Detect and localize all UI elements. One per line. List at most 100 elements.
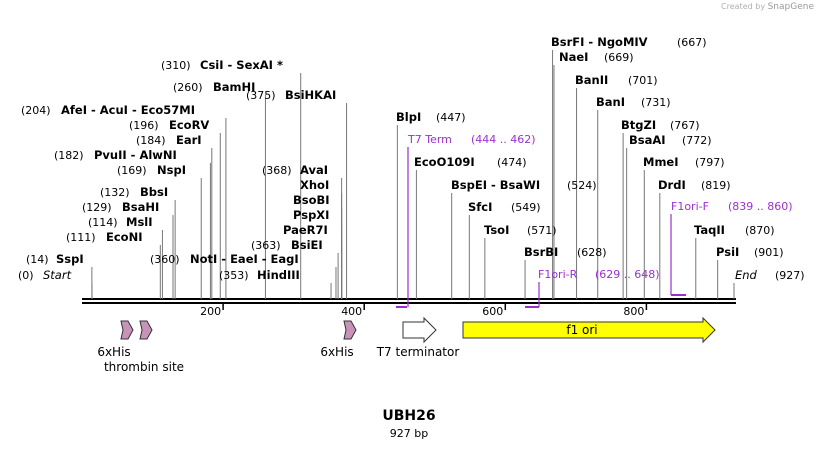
site-ecoo109i-position: (474) <box>497 156 527 169</box>
site-xhoi-name: XhoI <box>300 178 329 192</box>
primer-f1ori-r-range: (629 .. 648) <box>595 268 660 281</box>
site-sspi-position: (14) <box>26 253 49 266</box>
site-banii-name: BanII <box>575 73 608 87</box>
plasmid-name: UBH26 <box>382 408 436 424</box>
site-start-position: (0) <box>18 269 34 282</box>
scale-tick-label: 800 <box>623 305 644 318</box>
site-bsahi-name: BsaHI <box>122 200 159 214</box>
feature-6xhis-label: 6xHis <box>97 345 130 359</box>
site-bsrbi-name: BsrBI <box>524 245 558 259</box>
primers <box>396 147 686 308</box>
primer-f1ori-f-name: F1ori-F <box>671 200 709 213</box>
site-naei-name: NaeI <box>559 50 588 64</box>
site-noti-eaei-eagi-position: (360) <box>150 253 180 266</box>
primer-t7-term-name: T7 Term <box>407 133 452 146</box>
site-msli-name: MslI <box>126 215 153 229</box>
site-bsahi-position: (129) <box>82 201 112 214</box>
site-bsobi-name: BsoBI <box>293 193 330 207</box>
site-bani-position: (731) <box>641 96 671 109</box>
feature-t7-terminator-arrow <box>402 316 437 344</box>
site-eari-name: EarI <box>176 133 202 147</box>
site-nspi-position: (169) <box>117 164 147 177</box>
site-mmei-name: MmeI <box>643 155 679 169</box>
site-msli-position: (114) <box>88 216 118 229</box>
site-psii-position: (901) <box>754 246 784 259</box>
primer-f1ori-f-range: (839 .. 860) <box>728 200 793 213</box>
primer-t7-term-range: (444 .. 462) <box>471 133 536 146</box>
site-end-position: (927) <box>775 269 805 282</box>
site-avai-name: AvaI <box>300 163 328 177</box>
site-econi-name: EcoNI <box>106 230 142 244</box>
feature-6xhis-arrow <box>120 320 134 340</box>
site-ecoo109i-name: EcoO109I <box>414 155 475 169</box>
site-drdi-position: (819) <box>701 179 731 192</box>
site-tsoi-name: TsoI <box>484 223 509 237</box>
site-end-name: End <box>735 268 758 282</box>
site-sfci-name: SfcI <box>468 200 492 214</box>
site-naei-position: (669) <box>604 51 634 64</box>
site-bsrbi-position: (628) <box>577 246 607 259</box>
site-bamhi-name: BamHI <box>213 80 255 94</box>
snapgene-logo: SnapGene <box>767 2 814 12</box>
site-csii-sexai-position: (310) <box>161 59 191 72</box>
site-blpi-position: (447) <box>436 111 466 124</box>
site-bsiei-position: (363) <box>251 239 281 252</box>
site-mmei-position: (797) <box>695 156 725 169</box>
site-drdi-name: DrdI <box>658 178 686 192</box>
site-taqii-position: (870) <box>745 224 775 237</box>
site-ecorv-name: EcoRV <box>169 118 209 132</box>
site-bspei-bsawi-position: (524) <box>567 179 597 192</box>
site-bsiei-name: BsiEI <box>291 238 323 252</box>
site-bsrfi-ngomiv-name: BsrFI - NgoMIV <box>551 35 648 49</box>
site-bsihkai-position: (375) <box>246 89 276 102</box>
site-bani-name: BanI <box>596 95 625 109</box>
site-econi-position: (111) <box>66 231 96 244</box>
site-afei-acui-eco57mi-position: (204) <box>21 104 51 117</box>
site-bsaai-name: BsaAI <box>629 133 666 147</box>
site-psii-name: PsiI <box>716 245 739 259</box>
site-pspxi-name: PspXI <box>293 208 329 222</box>
site-sspi-name: SspI <box>56 252 84 266</box>
feature-6xhis-2-arrow <box>343 320 357 340</box>
site-pvuii-alwni-name: PvuII - AlwNI <box>94 148 177 162</box>
site-afei-acui-eco57mi-name: AfeI - AcuI - Eco57MI <box>61 103 195 117</box>
site-avai-position: (368) <box>262 164 292 177</box>
site-bbsi-name: BbsI <box>140 185 168 199</box>
site-bamhi-position: (260) <box>173 81 203 94</box>
site-start-name: Start <box>43 268 72 282</box>
site-paer7i-name: PaeR7I <box>283 223 328 237</box>
snapgene-credit: Created by SnapGene <box>721 2 814 12</box>
primer-f1ori-r-name: F1ori-R <box>538 268 578 281</box>
site-bspei-bsawi-name: BspEI - BsaWI <box>451 178 540 192</box>
site-pvuii-alwni-position: (182) <box>54 149 84 162</box>
site-hindiii-position: (353) <box>219 269 249 282</box>
site-bbsi-position: (132) <box>100 186 130 199</box>
site-noti-eaei-eagi-name: NotI - EaeI - EagI <box>190 252 299 266</box>
plasmid-length: 927 bp <box>389 427 429 440</box>
site-sfci-position: (549) <box>511 201 541 214</box>
site-blpi-name: BlpI <box>396 110 421 124</box>
site-hindiii-name: HindIII <box>257 268 300 282</box>
site-btgzi-name: BtgZI <box>621 118 656 132</box>
scale-tick-label: 600 <box>482 305 503 318</box>
feature-6xhis-2-label: 6xHis <box>320 345 353 359</box>
credit-prefix: Created by <box>721 2 766 11</box>
site-bsaai-position: (772) <box>682 134 712 147</box>
site-btgzi-position: (767) <box>670 119 700 132</box>
scale-tick-label: 400 <box>341 305 362 318</box>
site-tsoi-position: (571) <box>527 224 557 237</box>
scale-tick-label: 200 <box>200 305 221 318</box>
feature-thrombin-site-arrow <box>139 320 153 340</box>
restriction-sites <box>91 50 719 299</box>
site-taqii-name: TaqII <box>694 223 725 237</box>
feature-thrombin-site-label: thrombin site <box>104 360 184 374</box>
site-nspi-name: NspI <box>157 163 186 177</box>
site-bsihkai-name: BsiHKAI <box>285 88 336 102</box>
site-ecorv-position: (196) <box>129 119 159 132</box>
feature-f1-ori-label: f1 ori <box>566 323 597 337</box>
feature-t7-terminator-label: T7 terminator <box>376 345 460 359</box>
site-banii-position: (701) <box>628 74 658 87</box>
site-bsrfi-ngomiv-position: (667) <box>677 36 707 49</box>
site-csii-sexai-name: CsiI - SexAI * <box>200 58 283 72</box>
